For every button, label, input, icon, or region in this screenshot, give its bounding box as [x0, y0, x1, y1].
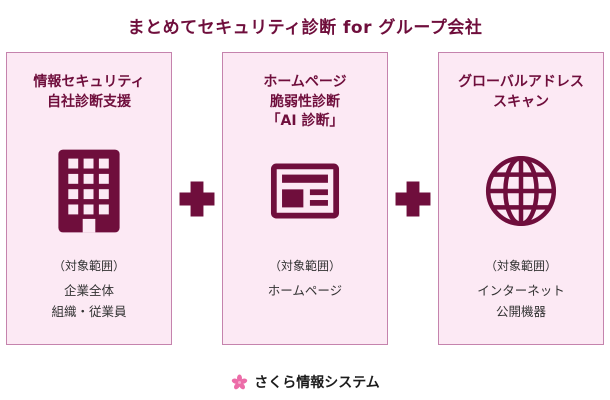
card-homepage-vulnerability: ホームページ 脆弱性診断 「AI 診断」 （対象範囲） ホームページ	[222, 52, 388, 345]
scope-lines: ホームページ	[268, 280, 342, 301]
scope-label: （対象範囲）	[484, 259, 557, 273]
card-heading: ホームページ 脆弱性診断 「AI 診断」	[263, 73, 346, 137]
plus-icon	[395, 181, 431, 216]
card-heading-line: 情報セキュリティ	[33, 74, 145, 90]
card-icon-area	[480, 137, 562, 245]
card-heading-line: スキャン	[493, 93, 549, 110]
card-heading: グローバルアドレス スキャン	[458, 73, 584, 137]
card-icon-area	[264, 137, 346, 245]
scope-lines: 企業全体 組織・従業員	[51, 280, 126, 323]
card-heading-line: 「AI 診断」	[266, 113, 344, 130]
sakura-flower-icon	[232, 374, 248, 389]
newspaper-icon	[270, 163, 340, 219]
card-heading-line: グローバルアドレス	[458, 74, 584, 90]
card-heading: 情報セキュリティ 自社診断支援	[33, 73, 144, 137]
scope-label: （対象範囲）	[268, 259, 341, 273]
plus-separator	[172, 176, 222, 222]
scope-line: 組織・従業員	[51, 304, 127, 320]
plus-separator	[388, 176, 438, 222]
card-security-self-assessment: 情報セキュリティ 自社診断支援 （対象範囲） 企業全体	[6, 52, 172, 345]
globe-icon	[485, 155, 557, 227]
card-heading-line: ホームページ	[263, 74, 347, 90]
card-global-address-scan: グローバルアドレス スキャン （対象範囲） インターネット	[438, 52, 604, 345]
scope-label: （対象範囲）	[52, 259, 125, 273]
scope-line: 公開機器	[495, 304, 546, 320]
brand-name: さくら情報システム	[254, 375, 380, 391]
plus-icon	[179, 181, 215, 216]
page-title: まとめてセキュリティ診断 for グループ会社	[127, 18, 483, 38]
card-heading-line: 自社診断支援	[46, 93, 131, 110]
card-heading-line: 脆弱性診断	[270, 93, 340, 110]
scope-line: インターネット	[477, 283, 565, 298]
scope-lines: インターネット 公開機器	[477, 280, 565, 323]
scope-line: 企業全体	[63, 283, 114, 298]
cards-row: 情報セキュリティ 自社診断支援 （対象範囲） 企業全体	[0, 52, 610, 345]
scope-line: ホームページ	[267, 283, 343, 298]
building-icon	[58, 149, 120, 233]
card-icon-area	[44, 137, 134, 245]
brand-footer: さくら情報システム	[0, 372, 610, 392]
